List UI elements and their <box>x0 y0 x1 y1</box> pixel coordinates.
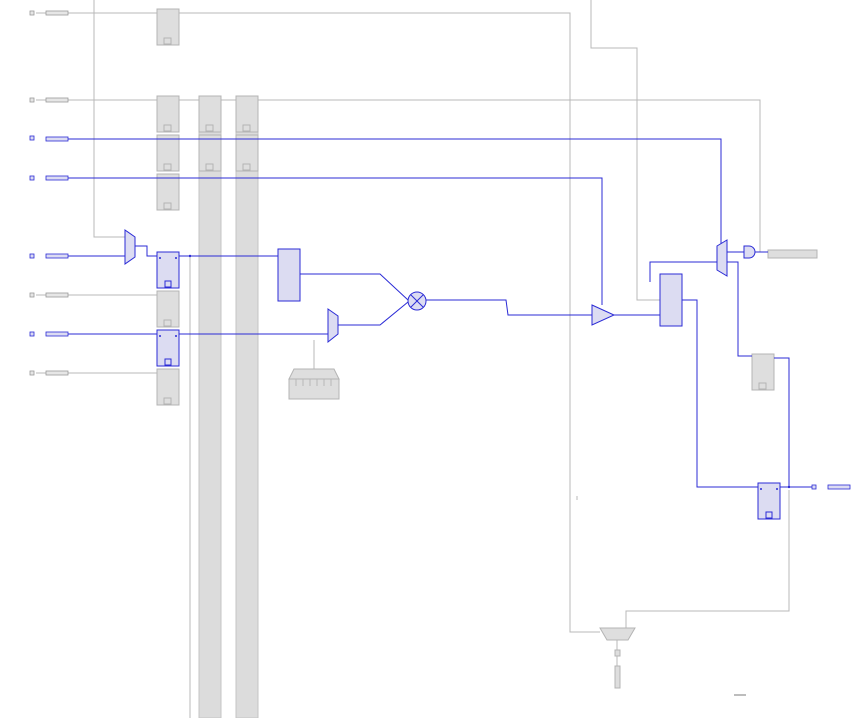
input-port-7[interactable] <box>29 370 69 376</box>
register-cell[interactable] <box>156 134 180 172</box>
inactive-wires <box>36 0 790 670</box>
register-cell[interactable] <box>198 95 222 133</box>
constant-cell[interactable] <box>767 249 818 259</box>
register-cell[interactable] <box>235 134 259 172</box>
register-cell[interactable] <box>156 173 180 211</box>
mux-input[interactable] <box>124 229 136 265</box>
register-active-b[interactable] <box>156 329 180 367</box>
register-cell[interactable] <box>751 353 775 391</box>
multiplier-icon[interactable] <box>407 291 427 311</box>
register-cell[interactable] <box>156 8 180 46</box>
input-port-0[interactable] <box>29 10 69 16</box>
memory-block[interactable] <box>288 368 340 400</box>
register-cell[interactable] <box>198 134 222 172</box>
tiny-annotation <box>734 694 746 696</box>
arith-block[interactable] <box>659 273 683 327</box>
mux-output[interactable] <box>716 239 728 277</box>
bus-group <box>189 95 259 718</box>
input-port-6[interactable] <box>29 331 69 337</box>
register-cell[interactable] <box>156 290 180 328</box>
highlighted-wires <box>68 138 812 488</box>
logic-block[interactable] <box>277 248 301 302</box>
output-ports[interactable] <box>811 484 851 490</box>
register-output[interactable] <box>757 482 781 520</box>
input-port-2[interactable] <box>29 135 69 142</box>
register-cell[interactable] <box>235 95 259 133</box>
bus-column <box>198 95 222 718</box>
mux-select[interactable] <box>327 308 339 344</box>
highlighted-cells[interactable] <box>124 229 791 520</box>
mux-bottom[interactable] <box>599 627 636 689</box>
bus-column <box>235 95 259 718</box>
input-port-5[interactable] <box>29 292 69 298</box>
output-port-0[interactable] <box>811 484 851 490</box>
input-port-1[interactable] <box>29 97 69 103</box>
register-cell[interactable] <box>156 368 180 406</box>
inactive-registers[interactable] <box>156 8 818 689</box>
comparator-cell[interactable] <box>591 304 616 326</box>
input-ports[interactable] <box>29 10 69 376</box>
input-port-3[interactable] <box>29 175 69 181</box>
input-port-4[interactable] <box>29 253 69 259</box>
register-active-a[interactable] <box>156 251 180 289</box>
register-cell[interactable] <box>156 95 180 133</box>
and-gate-icon[interactable] <box>743 245 756 259</box>
